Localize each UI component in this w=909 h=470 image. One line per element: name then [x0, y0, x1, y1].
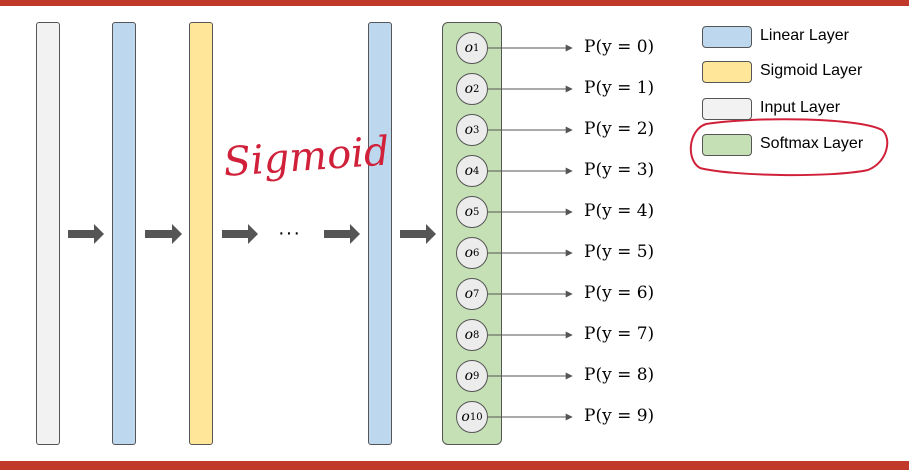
layer-arrow-1	[68, 224, 104, 244]
node-symbol: o	[464, 286, 474, 302]
linear-layer-2	[368, 22, 392, 445]
input-layer	[36, 22, 60, 445]
legend-swatch	[702, 26, 752, 48]
legend-label: Input Layer	[760, 99, 841, 116]
output-probability: P(y = 2)	[584, 119, 655, 139]
output-probability: P(y = 0)	[584, 37, 655, 57]
legend-swatch	[702, 98, 752, 120]
linear-layer-1	[112, 22, 136, 445]
node-symbol: o	[461, 409, 470, 425]
node-subscript: 8	[473, 329, 480, 341]
output-probability: P(y = 5)	[584, 242, 655, 262]
layer-arrow-2	[145, 224, 182, 244]
sigmoid-layer	[189, 22, 213, 445]
legend-label: Sigmoid Layer	[760, 62, 863, 79]
node-subscript: 3	[473, 124, 480, 136]
node-subscript: 2	[473, 83, 480, 95]
layer-arrow-3	[222, 224, 258, 244]
node-symbol: o	[464, 122, 474, 138]
output-probability: P(y = 3)	[584, 160, 655, 180]
node-subscript: 7	[473, 288, 480, 300]
node-symbol: o	[464, 40, 474, 56]
node-symbol: o	[464, 81, 474, 97]
layer-arrow-5	[400, 224, 436, 244]
output-probability: P(y = 8)	[584, 365, 655, 385]
legend-label: Linear Layer	[760, 27, 849, 44]
legend-swatch	[702, 134, 752, 156]
ellipsis: ···	[278, 222, 301, 244]
node-symbol: o	[464, 245, 474, 261]
bottom-accent-bar	[0, 461, 909, 470]
node-symbol: o	[464, 327, 474, 343]
node-subscript: 6	[473, 247, 480, 259]
legend-swatch	[702, 61, 752, 83]
output-probability: P(y = 9)	[584, 406, 655, 426]
node-subscript: 9	[473, 370, 480, 382]
node-symbol: o	[464, 204, 474, 220]
output-probability: P(y = 6)	[584, 283, 655, 303]
layer-arrow-4	[324, 224, 360, 244]
node-symbol: o	[464, 368, 474, 384]
output-probability: P(y = 1)	[584, 78, 655, 98]
top-accent-bar	[0, 0, 909, 6]
node-subscript: 1	[473, 42, 480, 54]
node-subscript: 10	[469, 411, 483, 423]
output-probability: P(y = 7)	[584, 324, 655, 344]
node-subscript: 4	[473, 165, 480, 177]
node-subscript: 5	[473, 206, 480, 218]
legend-label: Softmax Layer	[760, 135, 864, 152]
output-probability: P(y = 4)	[584, 201, 655, 221]
highlight-circle	[689, 118, 889, 177]
node-symbol: o	[464, 163, 474, 179]
